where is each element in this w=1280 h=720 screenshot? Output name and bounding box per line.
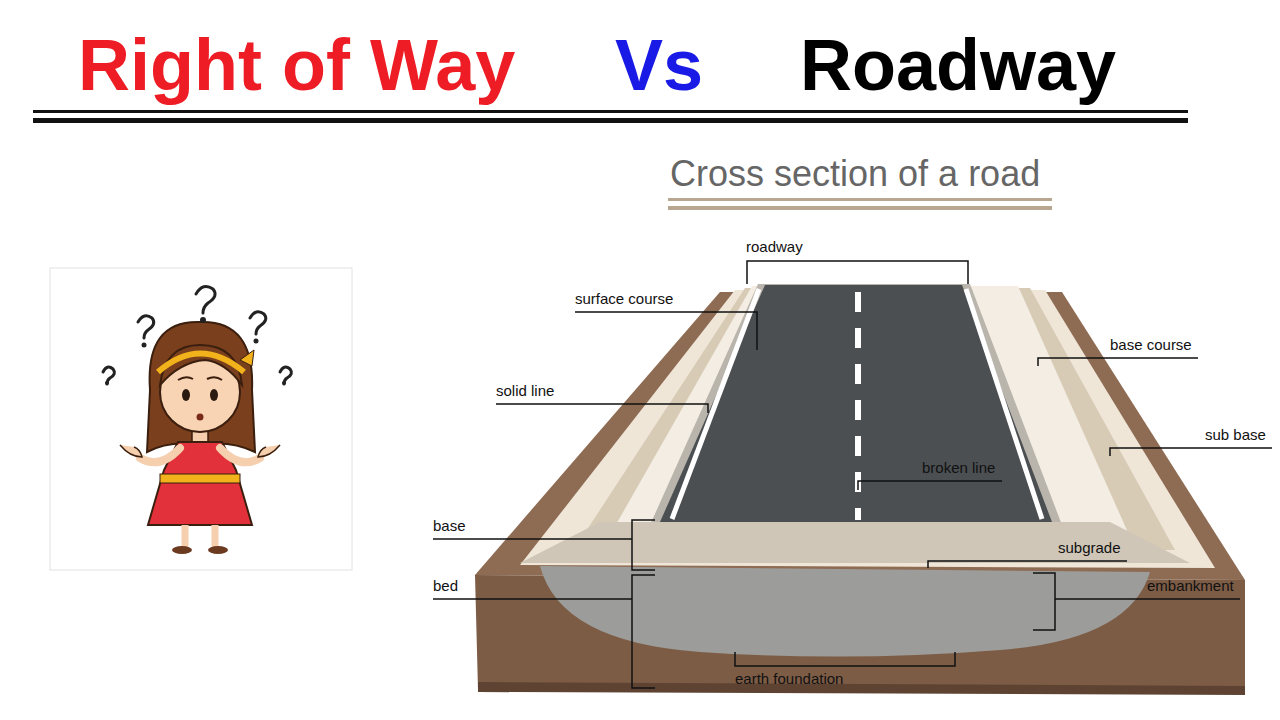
- diagram-title: Cross section of a road: [670, 152, 1040, 195]
- part-label: solid line: [496, 382, 554, 400]
- heading-word: Right of Way: [78, 22, 515, 108]
- part-label: embankment: [1147, 577, 1234, 595]
- part-label: earth foundation: [735, 670, 843, 688]
- part-label: surface course: [575, 290, 673, 308]
- heading-underline: [33, 110, 1188, 123]
- leader-lines: [433, 261, 1272, 688]
- subtitle-underline: [668, 198, 1052, 210]
- road-cross-section: [475, 284, 1245, 695]
- part-label: subgrade: [1058, 539, 1121, 557]
- part-label: bed: [433, 577, 458, 595]
- part-label: base course: [1110, 336, 1192, 354]
- part-label: base: [433, 517, 466, 535]
- heading-word: Vs: [615, 22, 703, 108]
- part-label: broken line: [922, 459, 995, 477]
- confused-girl: [50, 268, 352, 570]
- part-label: sub base: [1205, 426, 1266, 444]
- heading-word: Roadway: [800, 22, 1116, 108]
- part-label: roadway: [746, 238, 803, 256]
